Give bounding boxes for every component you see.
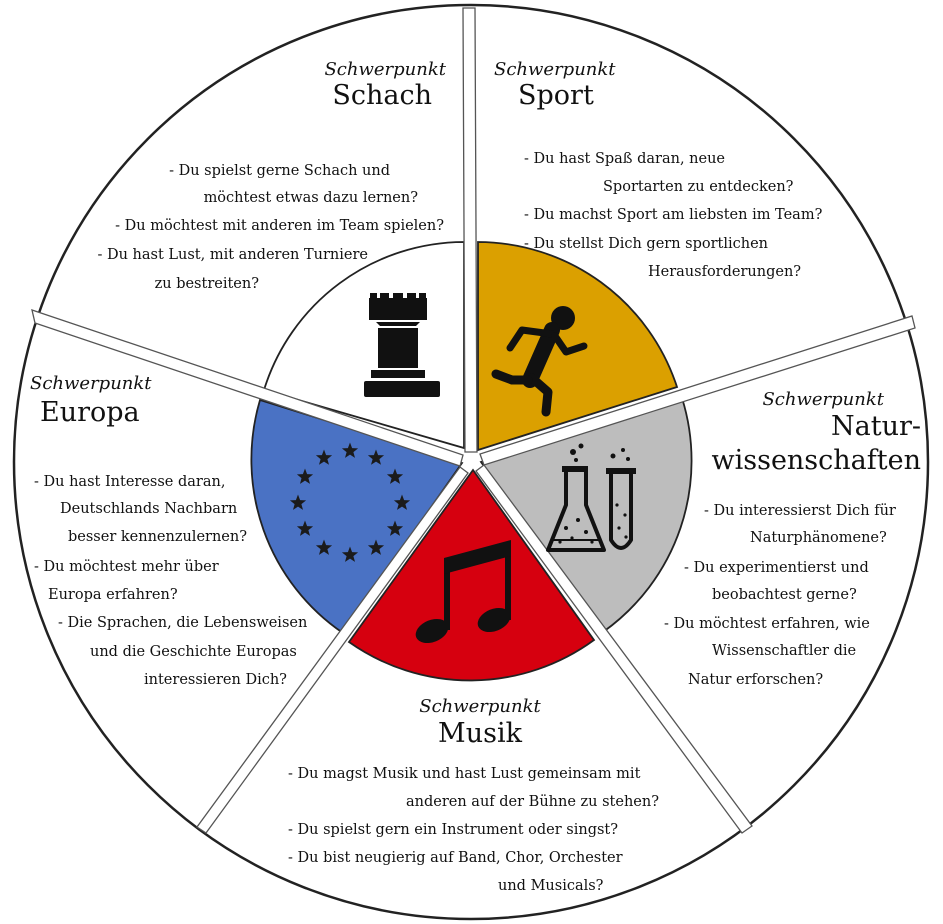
eu-star bbox=[296, 468, 314, 484]
europa-question-line: und die Geschichte Europas bbox=[90, 644, 297, 660]
europa-kicker: Schwerpunkt bbox=[30, 373, 152, 394]
eu-star bbox=[386, 468, 404, 484]
eu-star bbox=[315, 539, 333, 555]
sector-natur bbox=[479, 396, 693, 634]
divider-bottom-right bbox=[475, 464, 753, 834]
schach-question-line: möchtest etwas dazu lernen? bbox=[204, 190, 419, 206]
europa-question-line: besser kennenzulernen? bbox=[68, 529, 247, 545]
outer-ring bbox=[12, 3, 930, 921]
natur-question-line: - Du interessierst Dich für bbox=[704, 503, 896, 519]
musik-question-line: - Du spielst gern ein Instrument oder si… bbox=[288, 822, 618, 838]
eu-star bbox=[315, 449, 333, 465]
sport-question-line: - Du stellst Dich gern sportlichen bbox=[524, 236, 768, 252]
sport-question-line: Sportarten zu entdecken? bbox=[603, 179, 794, 195]
sport-kicker: Schwerpunkt bbox=[494, 59, 616, 80]
sport-question-line: - Du hast Spaß daran, neue bbox=[524, 151, 725, 167]
eu-star bbox=[289, 494, 307, 510]
schach-question-line: zu bestreiten? bbox=[155, 276, 260, 292]
schach-question-line: - Du spielst gerne Schach und bbox=[169, 163, 390, 179]
natur-title: Natur- bbox=[831, 411, 921, 442]
europa-question-line: Deutschlands Nachbarn bbox=[60, 501, 237, 517]
divider-bottom-left bbox=[196, 466, 469, 834]
musik-kicker: Schwerpunkt bbox=[419, 696, 541, 717]
sport-title: Sport bbox=[518, 80, 594, 111]
sport-question-line: - Du machst Sport am liebsten im Team? bbox=[524, 207, 823, 223]
eu-star bbox=[296, 520, 314, 536]
sector-musik bbox=[347, 468, 596, 682]
schach-question-line: - Du hast Lust, mit anderen Turniere bbox=[97, 247, 368, 263]
sport-question-line: Herausforderungen? bbox=[648, 264, 801, 280]
musik-question-line: - Du magst Musik und hast Lust gemeinsam… bbox=[288, 766, 641, 782]
schach-title: Schach bbox=[332, 80, 432, 111]
schach-kicker: Schwerpunkt bbox=[324, 59, 446, 80]
divider-left bbox=[31, 309, 464, 467]
musik-question-line: und Musicals? bbox=[498, 878, 604, 894]
natur-question-line: beobachtest gerne? bbox=[712, 587, 857, 603]
europa-question-line: - Du möchtest mehr über bbox=[34, 559, 219, 575]
music-note-icon bbox=[415, 540, 511, 644]
chess-rook-icon bbox=[364, 293, 440, 397]
natur-kicker: Schwerpunkt bbox=[762, 389, 884, 410]
eu-star bbox=[341, 442, 359, 458]
musik-question-line: - Du bist neugierig auf Band, Chor, Orch… bbox=[288, 850, 623, 866]
musik-question-line: anderen auf der Bühne zu stehen? bbox=[406, 794, 659, 810]
running-person-icon bbox=[491, 306, 588, 417]
eu-star bbox=[341, 546, 359, 562]
schach-question-line: - Du möchtest mit anderen im Team spiele… bbox=[115, 218, 444, 234]
natur-question-line: - Du möchtest erfahren, wie bbox=[664, 616, 870, 632]
eu-star bbox=[367, 449, 385, 465]
natur-question-line: Wissenschaftler die bbox=[712, 643, 856, 659]
eu-star bbox=[367, 539, 385, 555]
europa-question-line: interessieren Dich? bbox=[144, 672, 287, 688]
musik-title: Musik bbox=[438, 718, 523, 749]
europa-question-line: - Du hast Interesse daran, bbox=[34, 474, 225, 490]
natur-question-line: Naturphänomene? bbox=[750, 530, 887, 546]
divider-lines bbox=[31, 7, 916, 834]
natur-question-line: Natur erforschen? bbox=[688, 672, 823, 688]
divider-top bbox=[462, 7, 478, 453]
europa-question-line: Europa erfahren? bbox=[48, 587, 178, 603]
eu-star bbox=[393, 494, 411, 510]
europa-title: Europa bbox=[40, 397, 140, 428]
eu-stars-icon bbox=[289, 442, 411, 562]
sector-europa bbox=[250, 398, 464, 635]
natur-title: wissenschaften bbox=[711, 445, 921, 476]
eu-star bbox=[386, 520, 404, 536]
natur-question-line: - Du experimentierst und bbox=[684, 560, 869, 576]
lab-flask-icon bbox=[546, 443, 636, 552]
europa-question-line: - Die Sprachen, die Lebensweisen bbox=[58, 615, 307, 631]
